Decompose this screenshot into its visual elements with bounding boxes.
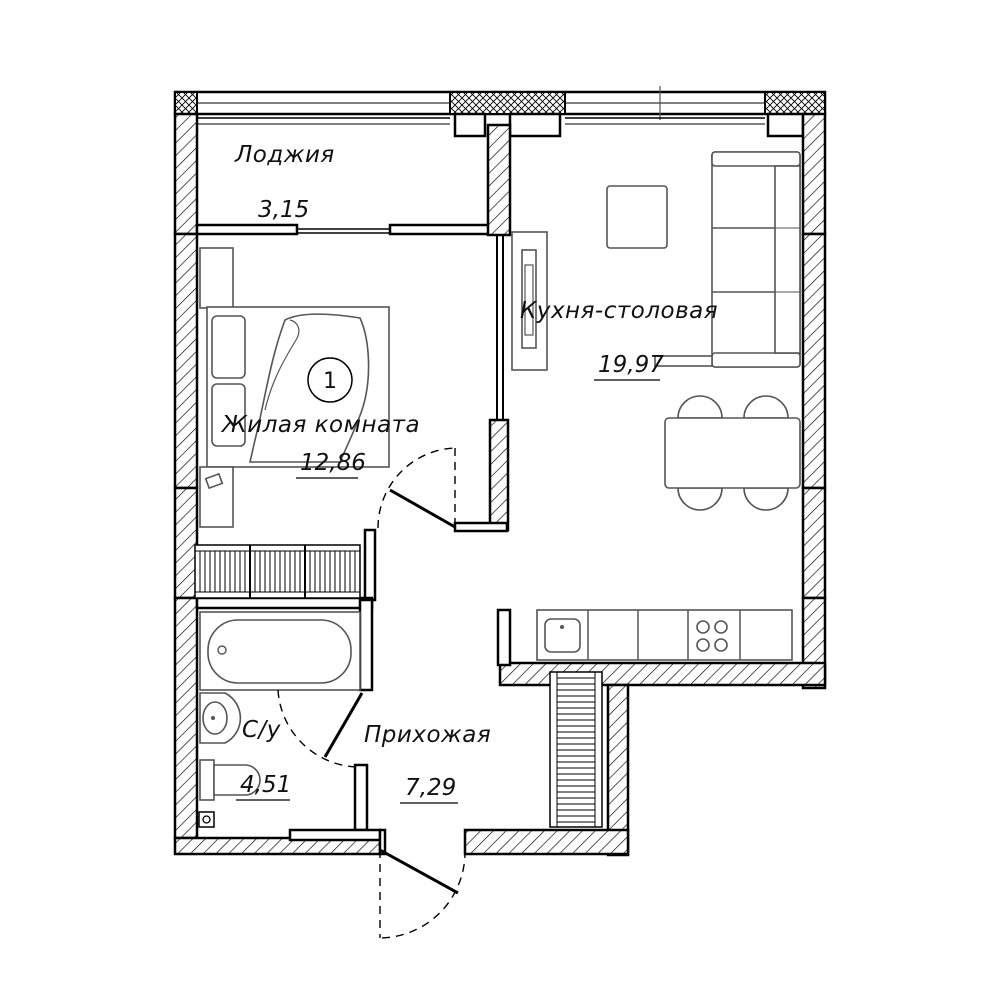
wardrobe (199, 247, 234, 309)
room-kitchen: Кухня-столовая 19,97 (511, 151, 801, 661)
bathtub-icon (199, 611, 361, 691)
radiator-icon (549, 671, 603, 828)
room-area: 7,29 (405, 775, 456, 801)
stove-icon (696, 620, 728, 652)
sink-icon (199, 692, 242, 744)
room-area: 3,15 (258, 197, 309, 223)
room-number: 1 (323, 369, 337, 394)
sink-icon (544, 618, 581, 653)
desk (199, 466, 234, 528)
walls (173, 86, 827, 857)
tv-unit (511, 231, 548, 371)
bed-icon (206, 306, 390, 468)
room-name: Лоджия (234, 142, 335, 168)
door-swing-icon (377, 447, 456, 529)
room-living: 1 Жилая комната 12,86 (194, 247, 456, 599)
room-area: 12,86 (300, 450, 366, 476)
room-bathroom: С/у 4,51 (198, 611, 364, 828)
room-name: Жилая комната (220, 412, 420, 438)
room-loggia: Лоджия 3,15 (234, 142, 335, 223)
room-name: С/у (242, 717, 281, 743)
kitchen-counter (536, 609, 793, 661)
room-name: Прихожая (364, 722, 491, 748)
door-swing-icon (379, 848, 466, 939)
floor-drain (198, 811, 215, 828)
coffee-table (606, 185, 668, 249)
room-number-circle (307, 357, 353, 403)
room-name: Кухня-столовая (520, 298, 718, 324)
door-swing-icon (277, 689, 364, 768)
radiator-icon (194, 544, 361, 599)
dining-table-icon (664, 395, 801, 511)
room-hallway: Прихожая 7,29 (364, 671, 603, 939)
room-area: 19,97 (598, 352, 664, 378)
sofa-icon (654, 151, 801, 368)
room-area: 4,51 (240, 772, 291, 798)
toilet-icon (199, 759, 261, 801)
